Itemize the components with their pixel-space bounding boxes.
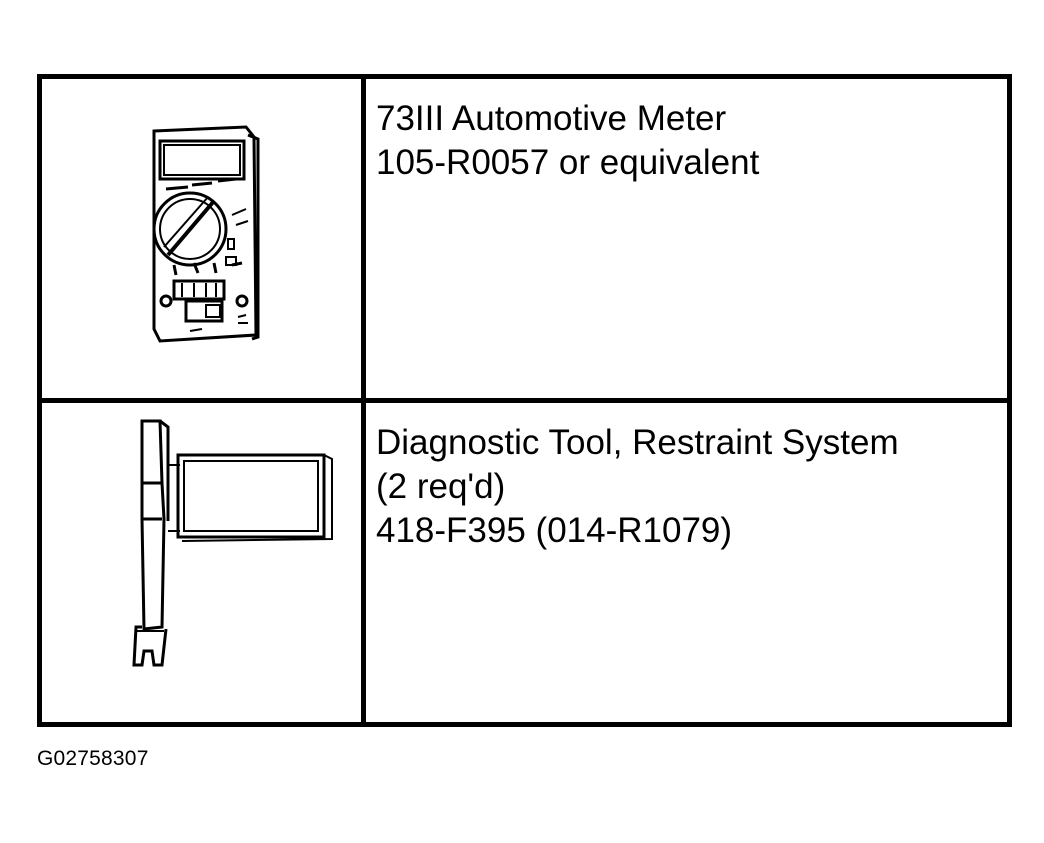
tool-row: 73III Automotive Meter 105-R0057 or equi… bbox=[37, 74, 1012, 403]
restraint-diagnostic-tool-icon bbox=[132, 419, 333, 667]
tool-part-number: 105-R0057 or equivalent bbox=[376, 143, 760, 182]
tool-part-number: 418-F395 (014-R1079) bbox=[376, 511, 733, 550]
figure-id: G02758307 bbox=[37, 747, 149, 770]
tool-quantity: (2 req'd) bbox=[376, 467, 506, 506]
tool-description-cell: Diagnostic Tool, Restraint System (2 req… bbox=[361, 398, 1012, 727]
tool-row: Diagnostic Tool, Restraint System (2 req… bbox=[37, 398, 1012, 727]
tool-image-cell bbox=[37, 398, 366, 727]
tool-description-cell: 73III Automotive Meter 105-R0057 or equi… bbox=[361, 74, 1012, 403]
tool-image-cell bbox=[37, 74, 366, 403]
multimeter-icon bbox=[152, 125, 260, 343]
special-tools-table: 73III Automotive Meter 105-R0057 or equi… bbox=[37, 74, 1012, 727]
tool-name: Diagnostic Tool, Restraint System bbox=[376, 423, 899, 462]
tool-name: 73III Automotive Meter bbox=[376, 99, 727, 138]
